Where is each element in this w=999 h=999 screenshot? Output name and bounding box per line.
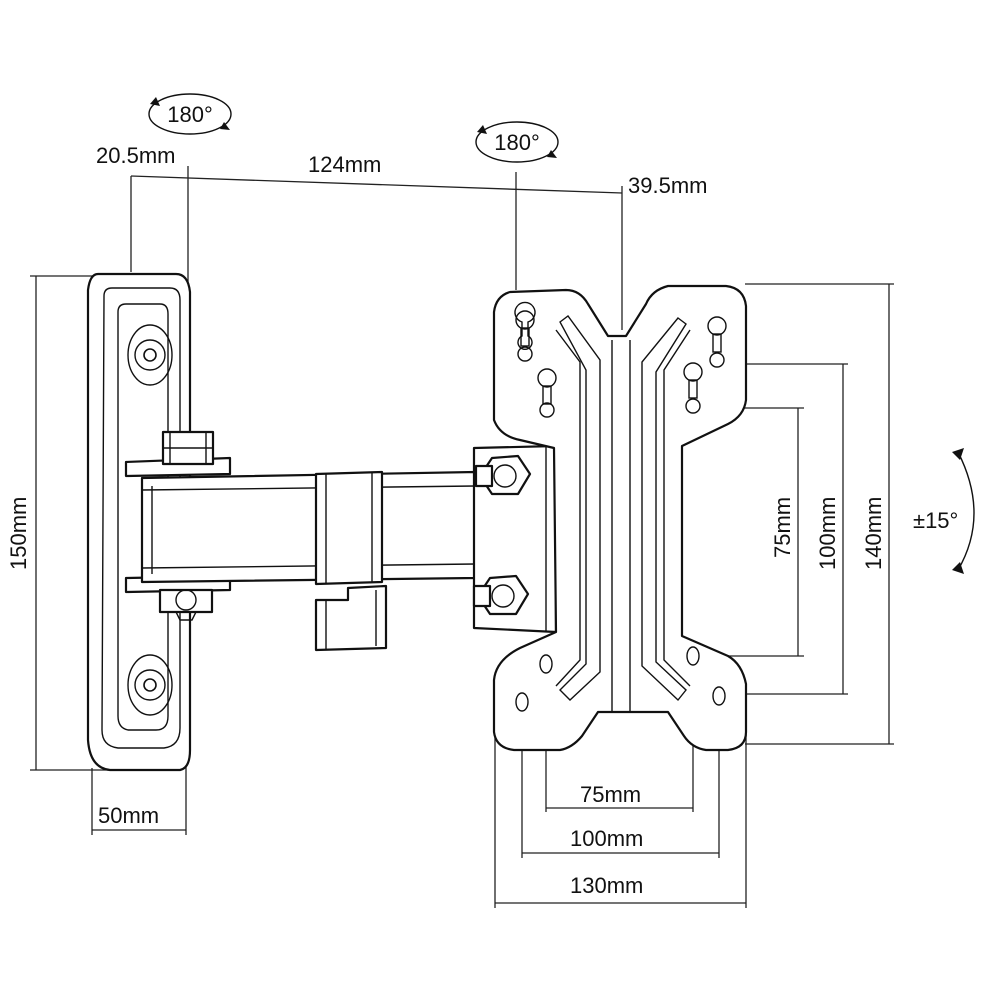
arrowhead-icon	[952, 448, 964, 460]
arrowhead-icon	[220, 122, 230, 130]
arrowhead-icon	[952, 562, 964, 574]
wall-plate-height-label: 150mm	[6, 497, 31, 570]
vesa-vertical-75-label: 75mm	[770, 497, 795, 558]
wall-plate-offset-label: 20.5mm	[96, 143, 175, 168]
dimension-labels: 20.5mm 124mm 39.5mm 150mm 50mm 75mm 100m…	[6, 143, 886, 898]
head-pivot-rotation-indicator: 180°	[475, 121, 559, 163]
arrowhead-icon	[477, 125, 487, 134]
vesa-horizontal-100-label: 100mm	[570, 826, 643, 851]
wall-plate	[86, 272, 192, 772]
keyhole-slot	[707, 316, 727, 368]
tilt-bracket	[472, 444, 558, 634]
vesa-hole	[712, 686, 726, 706]
tilt-bolt-bottom	[472, 574, 530, 616]
keyhole-slot	[683, 362, 703, 414]
head-pivot-rotation-label: 180°	[494, 130, 540, 155]
keyhole-slot	[537, 368, 557, 418]
swing-arm	[124, 430, 477, 652]
vesa-hole	[539, 654, 553, 674]
tilt-label: ±15°	[913, 508, 958, 533]
vesa-plate	[492, 284, 748, 752]
vesa-hole	[515, 692, 529, 712]
vesa-hole	[686, 646, 700, 666]
vesa-vertical-140-label: 140mm	[861, 497, 886, 570]
wall-plate-width-label: 50mm	[98, 803, 159, 828]
wall-screw-bottom	[127, 654, 173, 716]
wall-pivot-rotation-indicator: 180°	[148, 93, 232, 135]
arm-length-label: 124mm	[308, 152, 381, 177]
arrowhead-icon	[150, 97, 160, 106]
arrowhead-icon	[547, 150, 557, 158]
tilt-indicator: ±15°	[913, 448, 975, 574]
vesa-horizontal-75-label: 75mm	[580, 782, 641, 807]
vesa-horizontal-130-label: 130mm	[570, 873, 643, 898]
tilt-bolt-top	[474, 454, 532, 496]
head-offset-label: 39.5mm	[628, 173, 707, 198]
keyhole-slot	[514, 301, 536, 362]
wall-screw-top	[127, 324, 173, 386]
vesa-vertical-100-label: 100mm	[815, 497, 840, 570]
wall-pivot-rotation-label: 180°	[167, 102, 213, 127]
